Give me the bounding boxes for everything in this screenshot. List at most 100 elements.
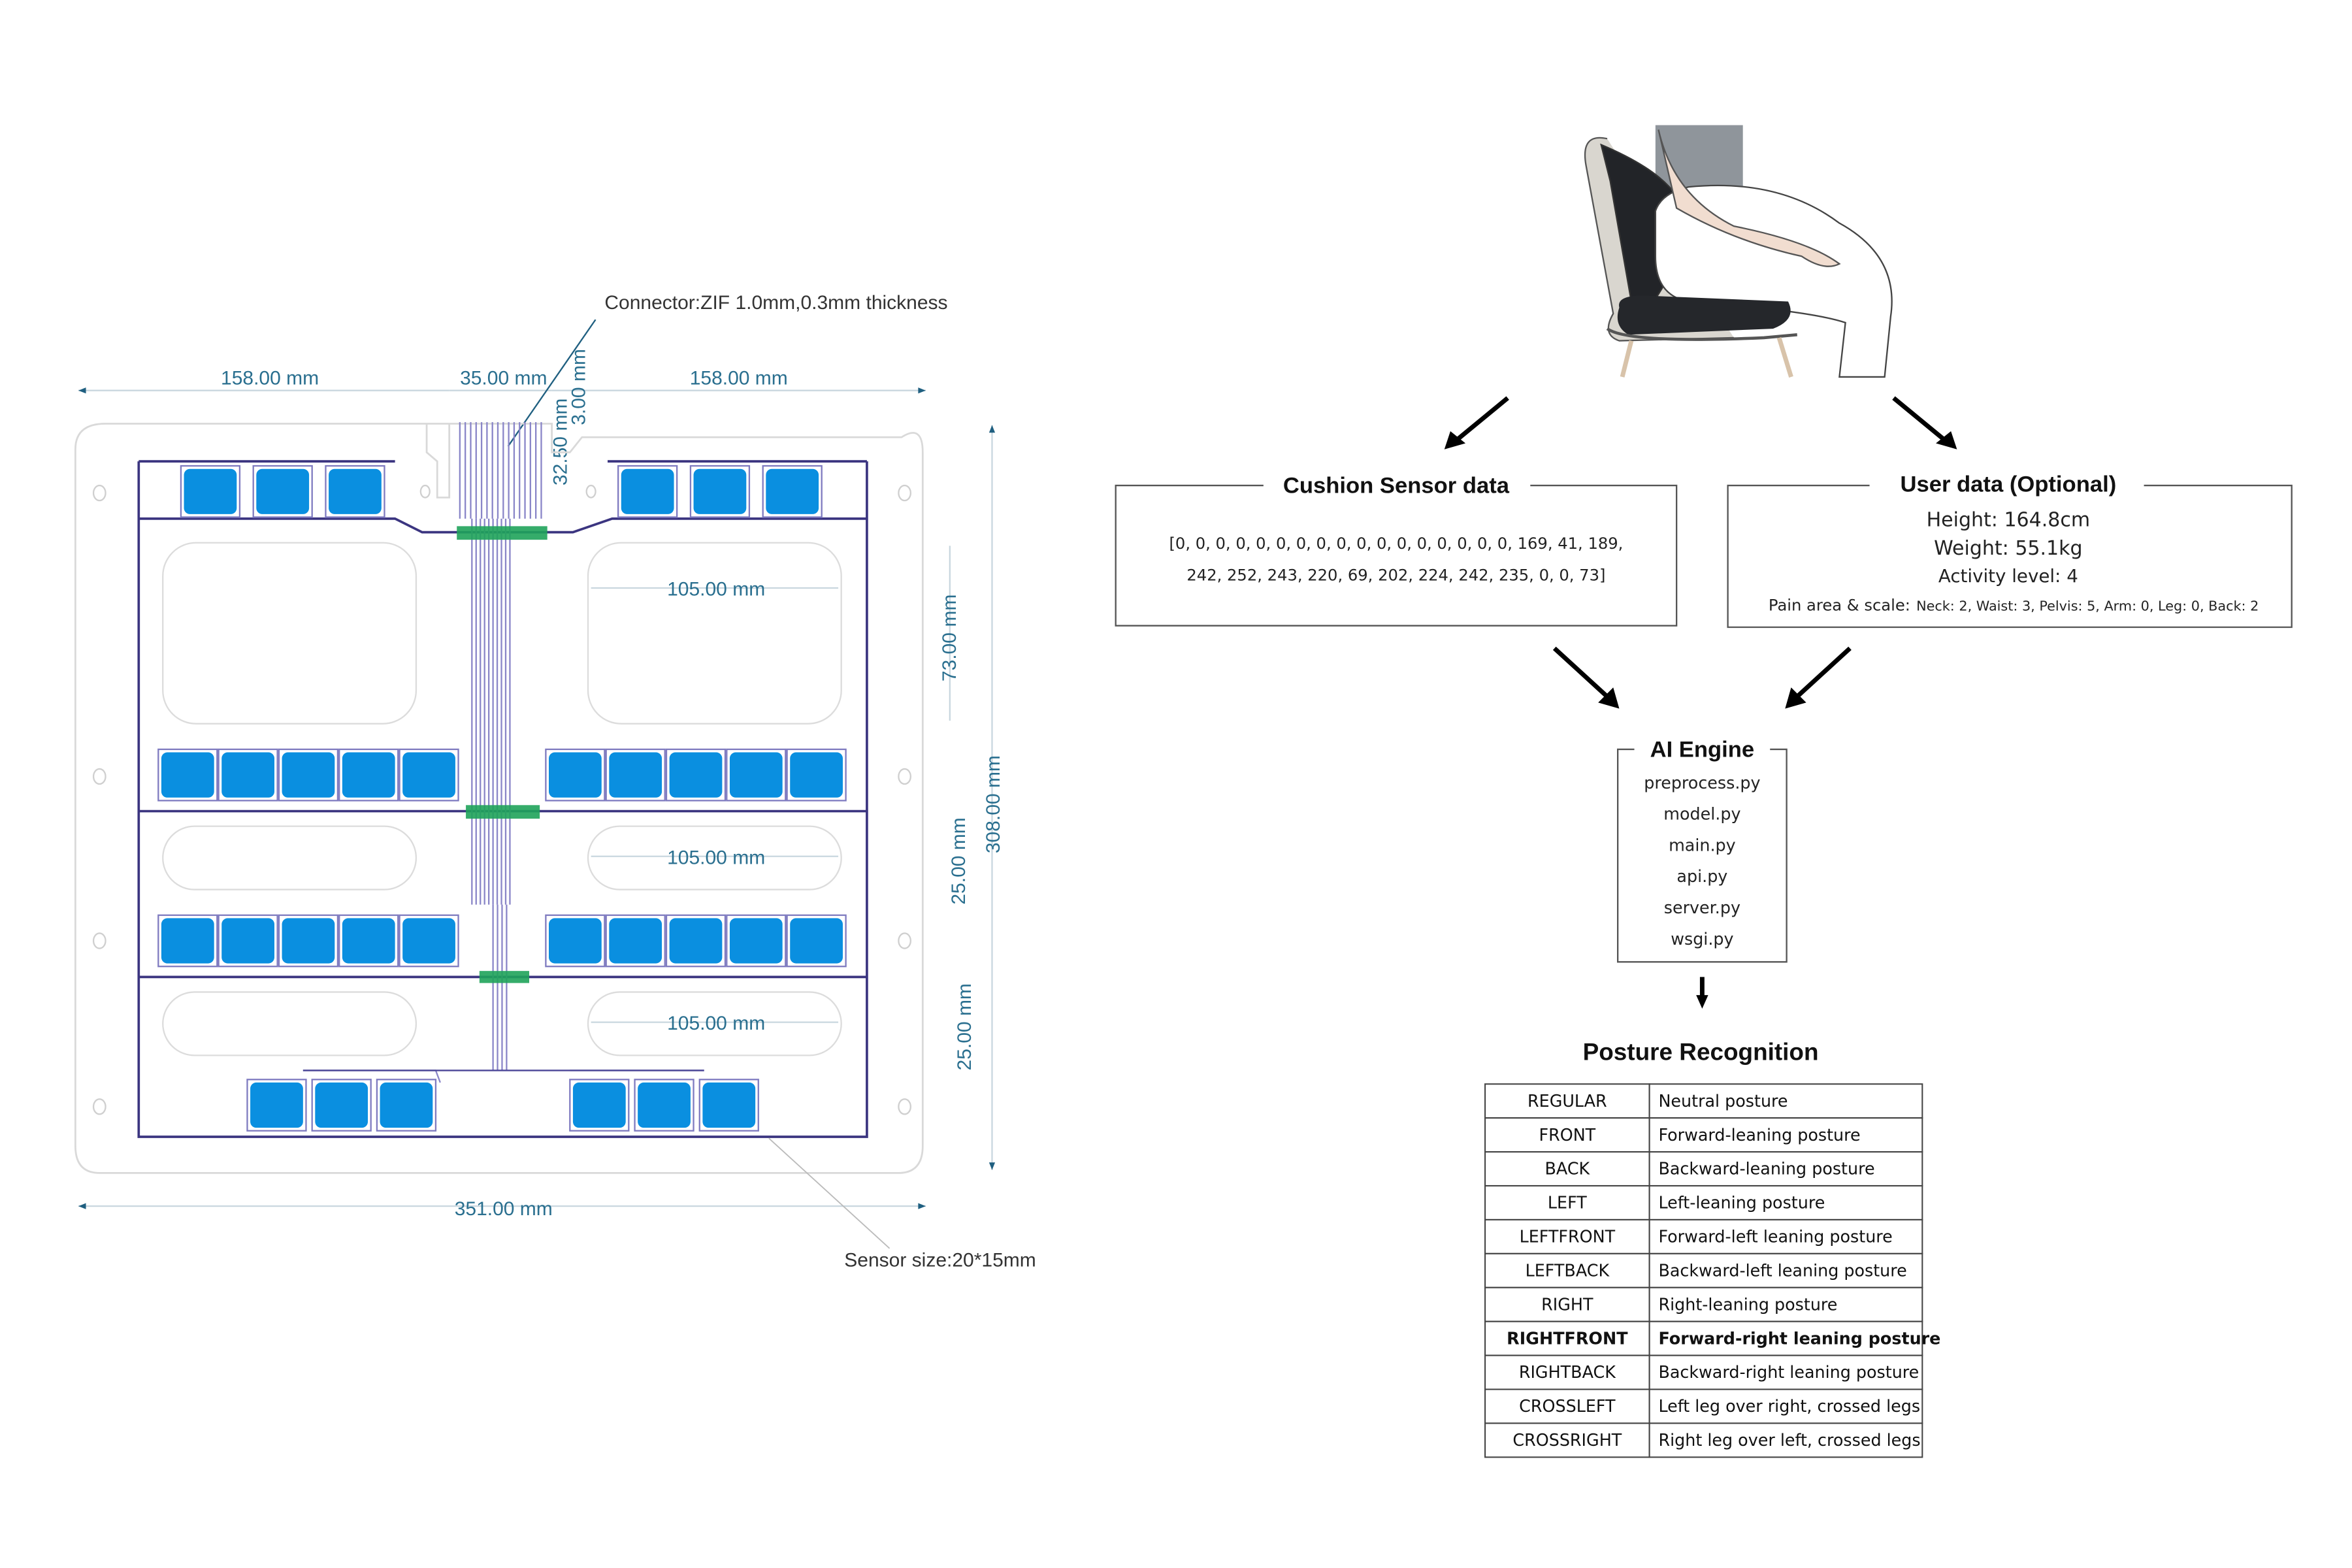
sensor-pad: [572, 1082, 626, 1128]
sensor-pad: [250, 1082, 303, 1128]
stiffener: [457, 526, 547, 540]
posture-code: CROSSRIGHT: [1512, 1430, 1622, 1450]
connector-note: Connector:ZIF 1.0mm,0.3mm thickness: [604, 292, 947, 314]
cutout-upper-right: [587, 542, 842, 725]
posture-description: Forward-leaning posture: [1658, 1125, 1860, 1145]
engine-file: model.py: [1663, 804, 1740, 824]
dim-connector-tail: 32.50 mm: [550, 399, 572, 485]
user-activity-level: Activity level: 4: [1938, 565, 2078, 587]
posture-code: LEFTBACK: [1526, 1260, 1610, 1280]
cushion-sensor-data-box: Cushion Sensor data [0, 0, 0, 0, 0, 0, 0…: [1115, 474, 1678, 627]
sensor-pad: [609, 918, 662, 964]
stiffener: [479, 971, 529, 983]
user-data-box: User data (Optional) Height: 164.8cm Wei…: [1727, 472, 2293, 629]
sensor-frame: [137, 461, 868, 1138]
sensor-pad: [380, 1082, 433, 1128]
sensor-pad: [282, 918, 335, 964]
sensor-pad: [402, 752, 455, 798]
arrowhead: [1785, 687, 1806, 709]
sensor-box-frame: [1115, 484, 1678, 627]
mounting-holes: [92, 484, 911, 1115]
dim-connector-width: 35.00 mm: [460, 367, 547, 389]
posture-code: RIGHT: [1541, 1294, 1593, 1314]
sensor-pad: [549, 752, 602, 798]
user-box-title: User data (Optional): [1900, 472, 2116, 497]
sensor-pads: [157, 465, 847, 1132]
posture-row: LEFTBACK Backward-left leaning posture: [1484, 1252, 1923, 1288]
posture-description: Backward-left leaning posture: [1658, 1260, 1906, 1280]
arrow-sensor-to-engine: [1552, 646, 1609, 698]
posture-code-cell: [1484, 1252, 1650, 1288]
chair-leg: [1620, 340, 1634, 378]
arrow-to-user-data: [1892, 396, 1947, 442]
sensor-pad: [329, 468, 382, 514]
dim-upper-cutout: 105.00 mm: [667, 579, 765, 600]
ai-engine-box: AI Engine preprocess.pymodel.pymain.pyap…: [1617, 737, 1788, 963]
posture-description: Neutral posture: [1658, 1091, 1788, 1111]
posture-description: Left-leaning posture: [1658, 1193, 1825, 1213]
posture-code: LEFTFRONT: [1520, 1227, 1616, 1247]
dim-middle-height: 25.00 mm: [948, 817, 970, 904]
chair-seat: [1606, 327, 1797, 341]
sensor-pad: [766, 468, 819, 514]
dim-total-width: 351.00 mm: [455, 1198, 553, 1220]
posture-description: Forward-right leaning posture: [1658, 1328, 1940, 1348]
dim-arrow: [918, 387, 926, 394]
sensor-pad: [549, 918, 602, 964]
sensor-pcb-diagram: 158.00 mm 35.00 mm 158.00 mm Connector:Z…: [74, 292, 1036, 1271]
person-arm: [1658, 129, 1841, 267]
posture-code: CROSSLEFT: [1519, 1396, 1616, 1416]
posture-code: LEFT: [1548, 1193, 1587, 1213]
cutout-lower-left: [162, 991, 417, 1056]
board-outline: [74, 423, 924, 1174]
posture-row: RIGHT Right-leaning posture: [1484, 1286, 1923, 1322]
dim-arrow: [918, 1203, 926, 1209]
posture-description: Backward-leaning posture: [1658, 1159, 1874, 1179]
posture-description: Left leg over right, crossed legs: [1658, 1396, 1920, 1416]
sensor-values-line-2: 242, 252, 243, 220, 69, 202, 224, 242, 2…: [1186, 566, 1605, 584]
sensor-pad: [693, 468, 747, 514]
posture-code-cell: [1484, 1388, 1650, 1424]
posture-description: Right-leaning posture: [1658, 1294, 1837, 1314]
posture-row: CROSSRIGHT Right leg over left, crossed l…: [1484, 1422, 1923, 1458]
dim-right-width: 158.00 mm: [690, 367, 788, 389]
dim-left-width: 158.00 mm: [221, 367, 319, 389]
posture-desc-cell: [1648, 1184, 1923, 1220]
sensor-pad: [282, 752, 335, 798]
posture-description: Right leg over left, crossed legs: [1658, 1430, 1920, 1450]
dim-arrow: [78, 387, 86, 394]
posture-code-cell: [1484, 1151, 1650, 1187]
pain-label: Pain area & scale:: [1769, 596, 1910, 615]
posture-desc-cell: [1648, 1252, 1923, 1288]
pain-values: Neck: 2, Waist: 3, Pelvis: 5, Arm: 0, Le…: [1916, 598, 2259, 614]
engine-box-frame: [1617, 748, 1788, 963]
sensor-size-note: Sensor size:20*15mm: [844, 1249, 1036, 1271]
engine-file: wsgi.py: [1671, 929, 1733, 949]
sensor-pad: [729, 752, 783, 798]
posture-code: RIGHTFRONT: [1507, 1328, 1628, 1348]
posture-code: RIGHTBACK: [1519, 1362, 1616, 1382]
sensor-pad: [184, 468, 237, 514]
engine-file: server.py: [1664, 898, 1740, 917]
posture-code: BACK: [1545, 1159, 1591, 1179]
sensor-pad: [221, 918, 274, 964]
posture-desc-cell: [1648, 1117, 1923, 1153]
arrowhead: [1696, 995, 1708, 1009]
arrow-to-sensor-data: [1455, 396, 1509, 442]
posture-title: Posture Recognition: [1583, 1038, 1819, 1065]
posture-desc-cell: [1648, 1388, 1923, 1424]
posture-code-cell: [1484, 1286, 1650, 1322]
sensor-pad: [609, 752, 662, 798]
chair-leg: [1776, 336, 1793, 378]
sensor-pad: [161, 752, 214, 798]
cutout-middle-right: [587, 825, 842, 890]
posture-desc-cell: [1648, 1422, 1923, 1458]
dim-arrow: [988, 1162, 996, 1170]
arrow-user-to-engine: [1795, 646, 1852, 698]
dim-arrow: [988, 425, 996, 433]
seat-cushion-icon: [1617, 295, 1791, 335]
